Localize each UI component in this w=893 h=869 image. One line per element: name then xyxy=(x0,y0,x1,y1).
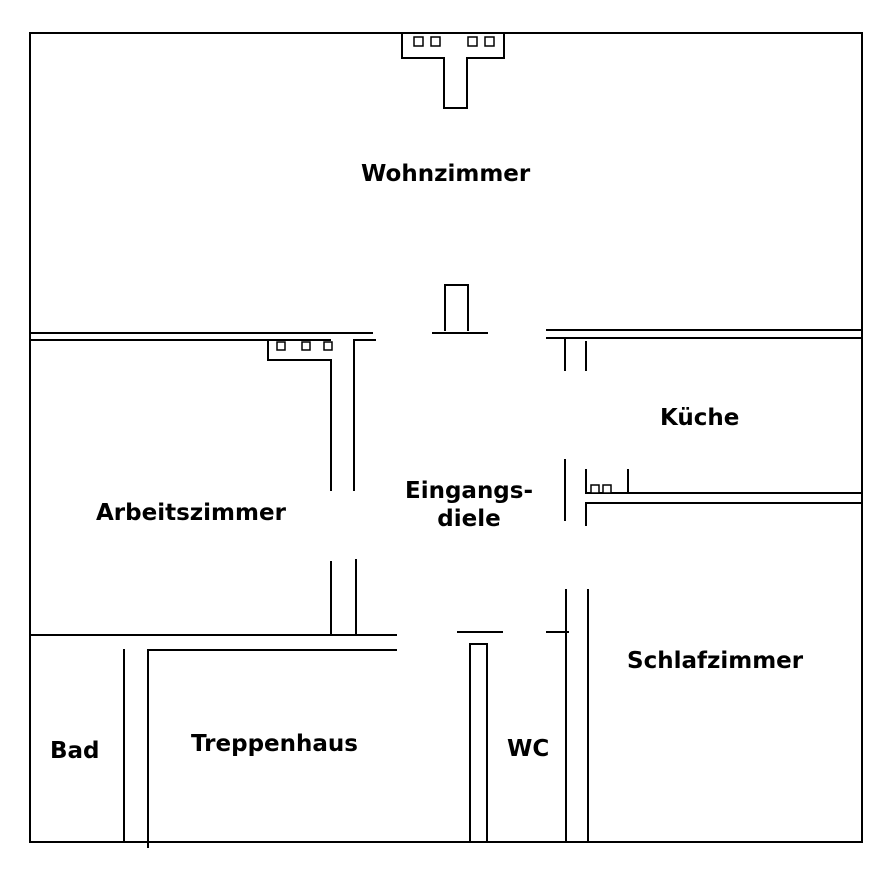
room-label-kueche: Küche xyxy=(660,405,740,431)
kitchen-wall xyxy=(564,339,863,526)
room-label-eingangsdiele-line1: Eingangs- xyxy=(404,478,534,504)
room-label-eingangsdiele: Eingangs- diele xyxy=(398,477,540,533)
room-label-eingangsdiele-line2: diele xyxy=(437,506,501,532)
chimney xyxy=(444,284,469,331)
room-label-schlafzimmer: Schlafzimmer xyxy=(627,648,804,674)
top-fireplace xyxy=(401,32,505,109)
room-label-wc: WC xyxy=(507,736,550,762)
living-room-wall xyxy=(29,329,863,341)
room-label-treppenhaus: Treppenhaus xyxy=(191,731,358,757)
lower-wall xyxy=(29,631,569,848)
room-label-arbeitszimmer: Arbeitszimmer xyxy=(96,500,286,526)
wc-walls xyxy=(469,643,488,843)
room-label-bad: Bad xyxy=(50,738,100,764)
arbeitszimmer-wall xyxy=(267,339,357,636)
schlafzimmer-wall xyxy=(565,589,589,841)
outer-walls xyxy=(29,32,863,843)
room-label-wohnzimmer: Wohnzimmer xyxy=(361,161,531,187)
